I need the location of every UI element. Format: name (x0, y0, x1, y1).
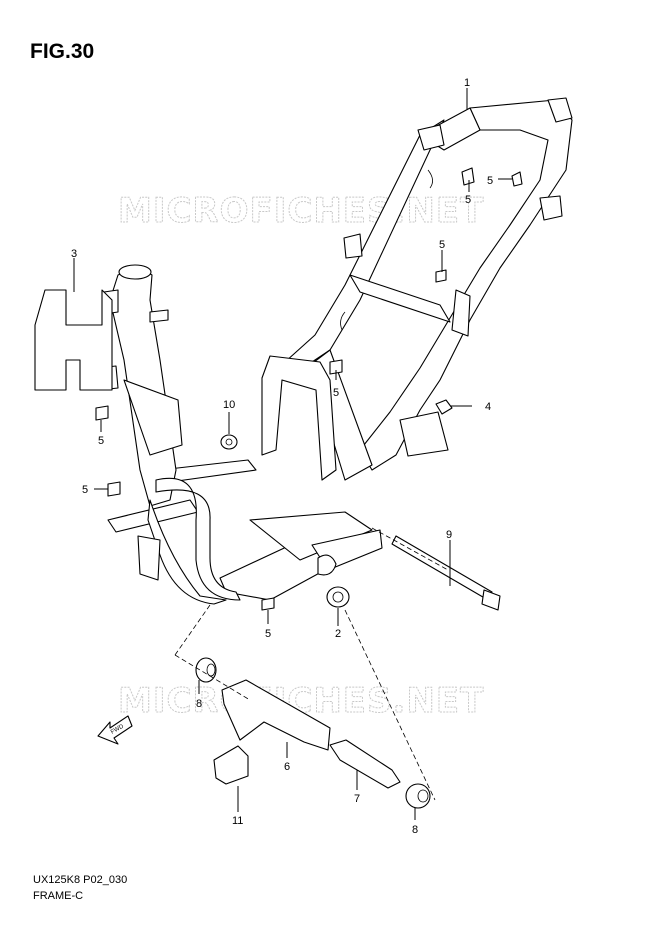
main-frame-part[interactable] (97, 97, 573, 605)
bolt-part-7[interactable] (329, 739, 401, 789)
callout-5c: 5 (439, 239, 445, 251)
callout-3: 3 (71, 248, 77, 260)
clip-part-5g[interactable] (261, 597, 275, 611)
callout-5g: 5 (265, 628, 271, 640)
bushing-part-8a[interactable] (195, 657, 217, 683)
bushing-part-8b[interactable] (405, 783, 431, 809)
callout-9: 9 (446, 529, 452, 541)
clip-part-5d[interactable] (329, 359, 343, 375)
callout-4: 4 (485, 401, 491, 413)
bushing-part-2[interactable] (326, 586, 350, 608)
callout-1: 1 (464, 77, 470, 89)
bracket-part-11[interactable] (213, 745, 249, 785)
callout-8a: 8 (196, 698, 202, 710)
clip-part-5c[interactable] (435, 269, 447, 283)
clip-part-5f[interactable] (107, 481, 121, 497)
callout-5a: 5 (465, 194, 471, 206)
bolt-part-9[interactable] (391, 535, 501, 611)
fwd-arrow-icon: FWD (97, 715, 133, 745)
diagram-code: UX125K8 P02_030 (33, 874, 128, 886)
watermark-top: MICROFICHES.NET (118, 191, 484, 231)
callout-5b: 5 (487, 175, 493, 187)
cover-part-3[interactable] (34, 289, 113, 391)
callout-8b: 8 (412, 824, 418, 836)
callout-7: 7 (354, 793, 360, 805)
callout-5e: 5 (98, 435, 104, 447)
clip-part-5e[interactable] (95, 405, 109, 421)
callout-10: 10 (223, 399, 235, 411)
callout-5f: 5 (82, 484, 88, 496)
callout-6: 6 (284, 761, 290, 773)
callout-2: 2 (335, 628, 341, 640)
nut-part-4[interactable] (435, 399, 453, 415)
bushing-part-10[interactable] (220, 434, 238, 450)
diagram-name: FRAME-C (33, 890, 84, 902)
clip-part-5b[interactable] (511, 171, 523, 187)
hanger-part-6[interactable] (221, 679, 331, 751)
figure-title: FIG.30 (30, 40, 95, 63)
callout-11: 11 (232, 815, 243, 827)
clip-part-5a[interactable] (461, 167, 475, 186)
callout-5d: 5 (333, 387, 339, 399)
